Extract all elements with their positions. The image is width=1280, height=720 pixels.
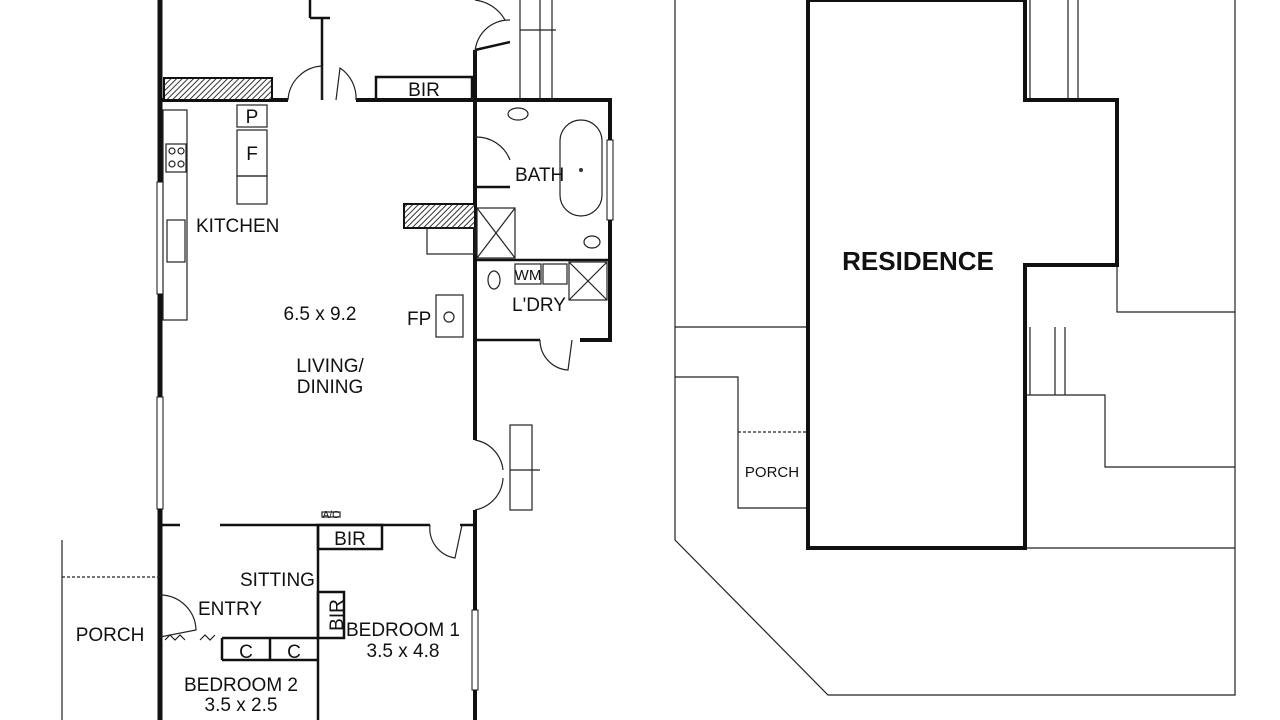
living-label-1: LIVING/ bbox=[296, 356, 364, 377]
living-size: 6.5 x 9.2 bbox=[284, 304, 357, 325]
ac-label: A/C bbox=[323, 510, 340, 521]
residence-outline bbox=[806, 0, 1119, 550]
pantry-label: P bbox=[246, 107, 259, 128]
entry-label: ENTRY bbox=[198, 599, 262, 620]
bedroom-2-label: BEDROOM 2 bbox=[184, 675, 298, 696]
wm-label: WM bbox=[515, 267, 542, 284]
bath-label: BATH bbox=[515, 165, 564, 186]
bedroom-1-size: 3.5 x 4.8 bbox=[367, 641, 440, 662]
living-label-2: DINING bbox=[297, 377, 364, 398]
sitting-label: SITTING bbox=[240, 570, 315, 591]
house-walls bbox=[61, 0, 614, 720]
room-labels: BIR P F KITCHEN BATH WM L'DRY FP 6.5 x 9… bbox=[76, 80, 994, 716]
bedroom-2-size: 3.5 x 2.5 bbox=[205, 695, 278, 716]
laundry-label: L'DRY bbox=[512, 295, 566, 316]
bir-bed1-top-label: BIR bbox=[334, 529, 366, 550]
porch-right-label: PORCH bbox=[745, 464, 799, 481]
porch-left-label: PORCH bbox=[76, 625, 145, 646]
site-plan bbox=[674, 0, 1236, 696]
residence-label: RESIDENCE bbox=[842, 246, 994, 276]
closet-1-label: C bbox=[239, 642, 253, 663]
fridge-label: F bbox=[246, 144, 258, 165]
bir-top-label: BIR bbox=[408, 80, 440, 101]
bedroom-1-label: BEDROOM 1 bbox=[346, 620, 460, 641]
fireplace-label: FP bbox=[407, 309, 431, 330]
kitchen-label: KITCHEN bbox=[196, 216, 279, 237]
bir-bed1-side-label: BIR bbox=[327, 599, 348, 631]
closet-2-label: C bbox=[287, 642, 301, 663]
